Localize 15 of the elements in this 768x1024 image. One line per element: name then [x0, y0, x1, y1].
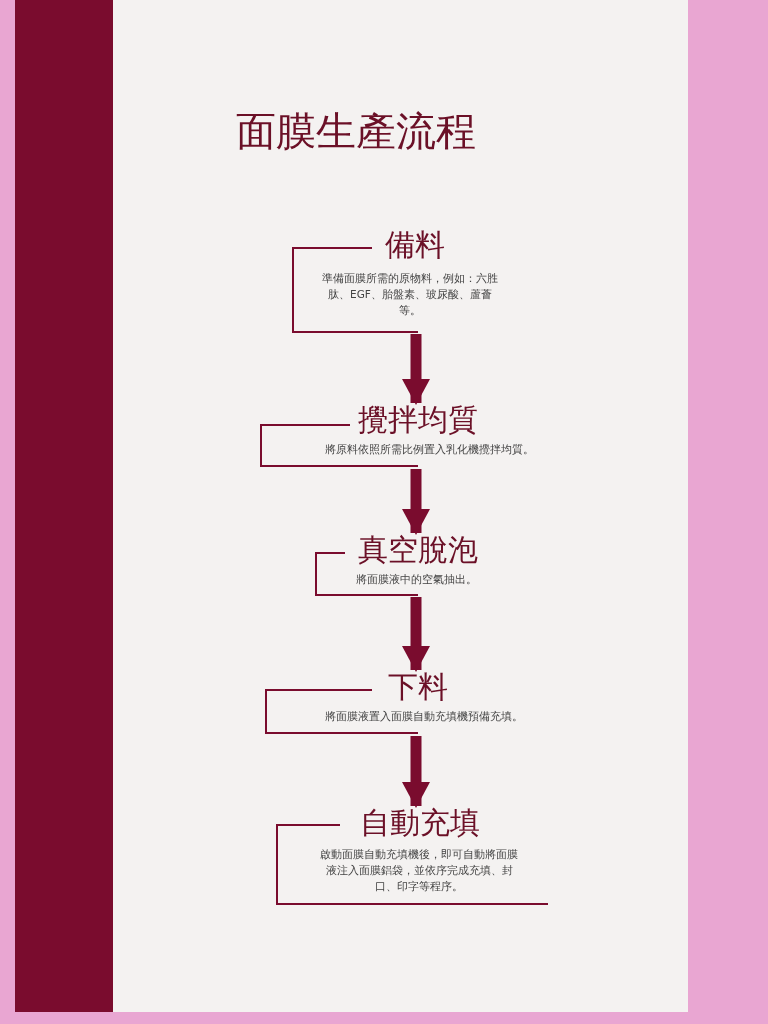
step-heading: 真空脫泡 — [358, 533, 478, 567]
step-heading: 下料 — [388, 670, 448, 704]
arrow — [402, 736, 430, 808]
arrow — [402, 469, 430, 535]
step-description: 啟動面膜自動充填機後，即可自動將面膜液注入面膜鋁袋，並依序完成充填、封口、印字等程序。 — [319, 847, 519, 894]
step-description: 將原料依照所需比例置入乳化機攪拌均質。 — [323, 442, 535, 457]
step-description: 準備面膜所需的原物料，例如：六胜肽、EGF、胎盤素、玻尿酸、蘆薈等。 — [322, 271, 498, 318]
arrow — [402, 334, 430, 405]
step-heading: 備料 — [385, 228, 445, 262]
arrow — [402, 597, 430, 672]
step-heading: 自動充填 — [360, 806, 480, 840]
step-heading: 攪拌均質 — [358, 403, 478, 437]
step-description: 將面膜液置入面膜自動充填機預備充填。 — [324, 709, 524, 724]
step-description: 將面膜液中的空氣抽出。 — [354, 572, 478, 587]
title: 面膜生產流程 — [236, 107, 476, 156]
